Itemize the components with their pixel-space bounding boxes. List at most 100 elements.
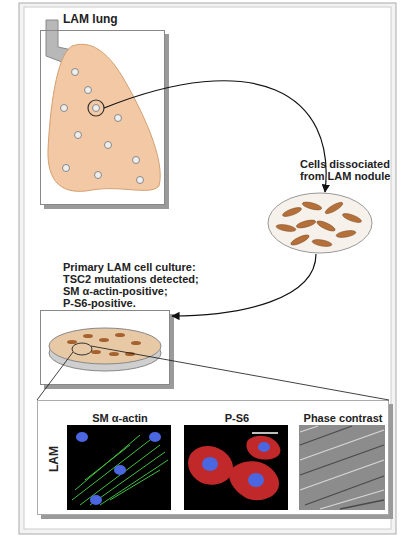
nodule: [93, 105, 100, 112]
node-heading: LAM lung: [63, 13, 183, 25]
cell-body: [246, 436, 280, 460]
streak: [320, 490, 384, 509]
label-block: LAM lung: [63, 13, 183, 25]
nucleus: [114, 465, 126, 475]
cell: [91, 350, 101, 354]
label-block: Cells dissociated from LAM nodule: [300, 158, 400, 182]
nodule: [137, 177, 144, 184]
cell: [67, 340, 77, 344]
cell: [276, 223, 297, 232]
nucleus: [202, 457, 218, 471]
nodule: [133, 157, 140, 164]
streak: [300, 460, 384, 490]
streak: [305, 476, 384, 505]
plate-top: [49, 328, 161, 364]
cell-body: [229, 461, 279, 500]
cell: [109, 352, 119, 356]
dish: [268, 193, 372, 253]
fiber: [85, 445, 130, 480]
node-heading: P-S6: [185, 412, 289, 424]
micrograph-tile: Phase contrast: [300, 426, 386, 511]
cell: [324, 200, 344, 215]
nodule: [72, 69, 79, 76]
nodule: [75, 132, 82, 139]
nucleus: [90, 495, 102, 505]
nodule: [63, 165, 70, 172]
culture-cells: [67, 333, 141, 356]
cell: [131, 341, 141, 345]
result-panel: LAMSM α-actinP-S6Phase contrast: [37, 400, 389, 515]
cell-body: [188, 446, 233, 485]
flow-arrow: [172, 254, 316, 316]
fiber: [80, 445, 160, 505]
micrograph-tile: SM α-actin: [68, 426, 172, 511]
card-face: [40, 310, 170, 385]
nucleus: [258, 442, 270, 452]
cell: [290, 233, 311, 247]
node-heading: Primary LAM cell culture:: [63, 261, 283, 273]
nodule: [61, 105, 68, 112]
lung-card: LAM lung: [40, 30, 165, 205]
cell: [296, 219, 317, 230]
cell: [115, 333, 125, 337]
streak: [300, 445, 384, 475]
fiber: [72, 440, 150, 500]
fiber: [100, 460, 168, 505]
streak: [300, 426, 352, 445]
node-heading: Phase contrast: [290, 412, 396, 424]
label-block: P-S6: [185, 412, 289, 424]
micrograph: [184, 425, 288, 510]
fiber: [90, 452, 165, 505]
cell: [302, 201, 323, 212]
streak: [300, 426, 318, 432]
culture-card: Primary LAM cell culture:TSC2 mutations …: [40, 310, 170, 385]
lung-shape: [48, 44, 160, 191]
cell: [125, 352, 135, 356]
node-heading: Cells dissociated from LAM nodule: [300, 158, 400, 182]
node-text: SM α-actin-positive;: [63, 285, 283, 297]
nodule: [115, 115, 122, 122]
nuclei: [202, 442, 270, 487]
streak: [300, 430, 384, 460]
micrograph: [299, 425, 385, 510]
node-heading: SM α-actin: [68, 412, 172, 424]
actin-fibers: [72, 435, 168, 505]
label-block: SM α-actin: [68, 412, 172, 424]
label-block: Primary LAM cell culture:TSC2 mutations …: [63, 261, 283, 309]
phase-streaks: [300, 426, 384, 509]
nodule: [95, 172, 102, 179]
label-block: LAM: [48, 439, 60, 479]
node-text: TSC2 mutations detected;: [63, 273, 283, 285]
nodules: [61, 69, 144, 184]
scale-bar: [252, 432, 278, 434]
ps6-stain: [188, 436, 280, 500]
nodule: [85, 87, 92, 94]
label-block: Phase contrast: [290, 412, 396, 424]
micrograph: [67, 425, 171, 510]
cell: [342, 212, 363, 224]
cell: [336, 229, 357, 238]
streak: [340, 500, 384, 509]
nucleus: [248, 473, 264, 487]
flow-arrow: [104, 81, 326, 192]
nucleus: [149, 432, 161, 442]
cell: [282, 206, 303, 218]
node-heading: LAM: [48, 439, 60, 479]
micrograph-tile: P-S6: [185, 426, 289, 511]
nodule-ring: [88, 100, 104, 116]
node-text: P-S6-positive.: [63, 297, 283, 309]
cells: [276, 200, 363, 247]
zoom-ring: [72, 343, 92, 355]
inner-frame: [24, 7, 391, 529]
cell: [83, 334, 93, 338]
fiber: [75, 435, 140, 490]
nuclei: [76, 432, 161, 505]
nucleus: [76, 432, 88, 442]
nodule: [105, 142, 112, 149]
zoom-lines: [37, 346, 389, 400]
cell: [316, 219, 337, 233]
cell: [312, 238, 333, 247]
